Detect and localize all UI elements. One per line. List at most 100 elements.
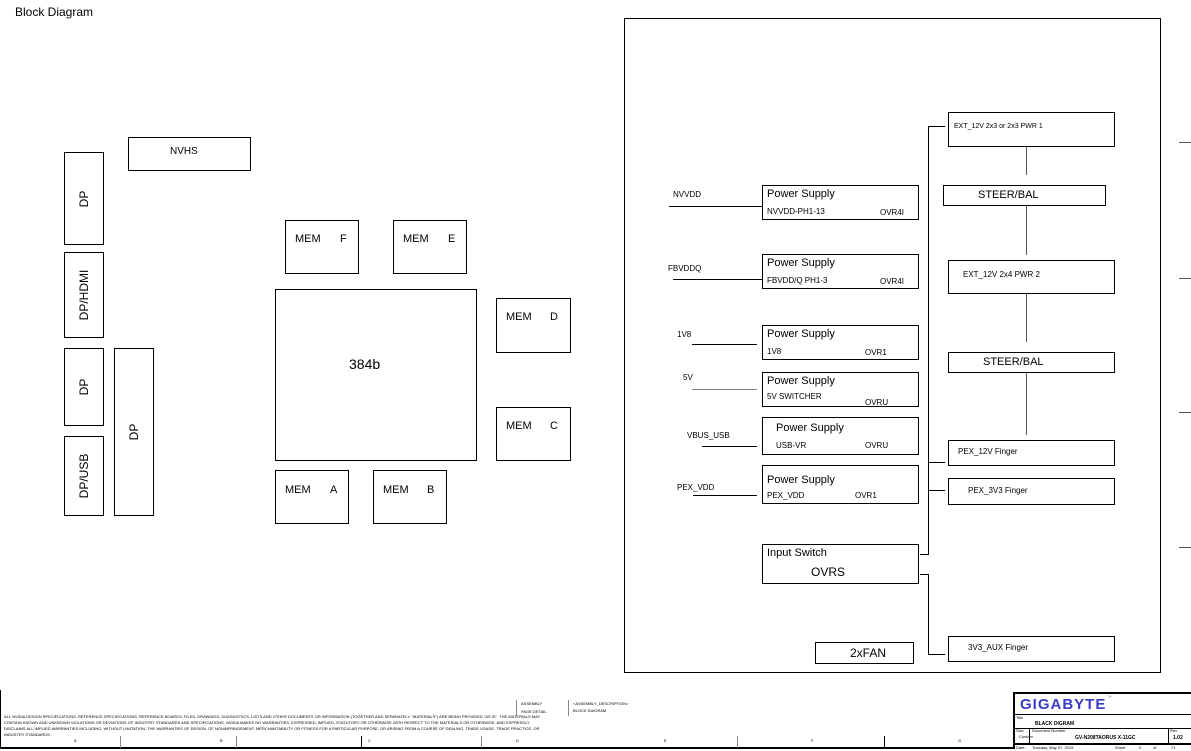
page-description: BLOCK DIAGRAM <box>573 708 607 713</box>
date-label: Date: <box>1016 745 1026 750</box>
ps-sub: FBVDD/Q PH1-3 <box>767 276 828 285</box>
source-label: 3V3_AUX Finger <box>968 643 1029 652</box>
mem-f: MEM F <box>285 220 359 274</box>
power-section-frame <box>624 18 1161 673</box>
fan-label: 2xFAN <box>850 646 887 660</box>
ps-sub: 1V8 <box>767 347 782 356</box>
mem-a: MEM A <box>275 470 349 524</box>
fan-block: 2xFAN <box>815 642 914 664</box>
mem-id: A <box>330 484 338 496</box>
net-label-5v: 5V <box>683 373 693 382</box>
net-label-1v8: 1V8 <box>677 330 692 339</box>
nvhs-block: NVHS <box>128 137 251 171</box>
mem-e: MEM E <box>393 220 467 274</box>
gpu-block: 384b <box>275 289 477 461</box>
mem-label: MEM <box>506 420 532 432</box>
ps-controller: OVR4I <box>880 277 905 286</box>
mem-label: MEM <box>285 484 311 496</box>
mem-label: MEM <box>403 233 429 245</box>
dp-hdmi-connector: DP/HDMI <box>64 252 104 338</box>
column-label: G <box>958 738 962 743</box>
ps-sub: NVVDD-PH1-13 <box>767 207 825 216</box>
ps-sub: PEX_VDD <box>767 491 805 500</box>
ps-controller: OVR1 <box>855 491 877 500</box>
size-label: Size <box>1016 728 1024 733</box>
ps-title: Power Supply <box>767 257 835 269</box>
ps-title: Power Supply <box>767 474 835 486</box>
pex-12v-finger: PEX_12V Finger <box>948 440 1115 466</box>
ext-12v-pwr1: EXT_12V 2x3 or 2x3 PWR 1 <box>948 112 1115 147</box>
rev-label: Rev <box>1170 728 1178 733</box>
net-label-nvvdd: NVVDD <box>673 190 702 199</box>
page-title: Block Diagram <box>15 5 94 19</box>
doc-number: GV-N208TAORUS X-11GC <box>1075 735 1136 741</box>
dp-connector-3: DP <box>114 348 154 516</box>
ps-title: Power Supply <box>776 422 844 434</box>
column-label: B <box>220 738 223 743</box>
ps-title: Power Supply <box>767 328 835 340</box>
input-switch-sub: OVRS <box>811 565 846 579</box>
dp-connector-2: DP <box>64 348 104 426</box>
column-label: D <box>516 738 519 743</box>
source-label: EXT_12V 2x4 PWR 2 <box>963 270 1040 279</box>
power-supply-1v8: Power Supply 1V8 OVR1 <box>762 325 919 360</box>
gpu-label: 384b <box>349 356 381 372</box>
ps-controller: OVR1 <box>865 348 887 357</box>
connector-label: DP <box>77 378 91 396</box>
sheet-number: 2 <box>1139 745 1142 750</box>
assembly-description: <ASSEMBLY_DESCRIPTION> <box>573 701 629 706</box>
source-label: STEER/BAL <box>978 189 1039 201</box>
input-switch-title: Input Switch <box>767 547 827 559</box>
column-label: F <box>811 738 814 743</box>
steer-bal-2: STEER/BAL <box>948 352 1115 373</box>
title-label: Title <box>1016 715 1024 720</box>
connector-label: DP <box>127 423 141 441</box>
source-label: PEX_12V Finger <box>958 447 1018 456</box>
ps-sub: USB-VR <box>776 441 807 450</box>
net-label-pex-vdd: PEX_VDD <box>677 483 715 492</box>
mem-c: MEM C <box>496 407 571 461</box>
mem-id: B <box>427 484 435 496</box>
ps-controller: OVR4I <box>880 208 905 217</box>
mem-label: MEM <box>295 233 321 245</box>
connector-label: DP <box>77 190 91 207</box>
gigabyte-logo: GIGABYTE <box>1020 696 1107 713</box>
column-label: C <box>368 738 371 743</box>
connector-label: DP/USB <box>77 453 91 499</box>
source-label: PEX_3V3 Finger <box>968 486 1028 495</box>
ps-controller: OVRU <box>865 441 889 450</box>
of-label: of <box>1153 745 1157 750</box>
3v3-aux-finger: 3V3_AUX Finger <box>948 636 1115 662</box>
rev-value: 1.02 <box>1173 735 1183 741</box>
ps-controller: OVRU <box>865 398 889 407</box>
connector-label: DP/HDMI <box>77 269 91 321</box>
date-value: Tuesday, May 07, 2019 <box>1032 745 1074 750</box>
steer-bal-1: STEER/BAL <box>943 185 1106 206</box>
dp-connector-1: DP <box>64 152 104 245</box>
mem-label: MEM <box>506 311 532 323</box>
nvhs-label: NVHS <box>170 146 198 157</box>
net-label-fbvddq: FBVDDQ <box>668 264 702 273</box>
mem-id: C <box>550 420 558 432</box>
source-label: EXT_12V 2x3 or 2x3 PWR 1 <box>954 123 1043 130</box>
page-detail-label: PAGE DETAIL <box>521 709 547 714</box>
mem-id: E <box>448 233 456 245</box>
sheet-title: BLACK DIGRAM <box>1035 721 1075 727</box>
column-label: E <box>664 738 667 743</box>
ext-12v-pwr2: EXT_12V 2x4 PWR 2 <box>948 260 1115 294</box>
mem-id: D <box>550 311 558 323</box>
column-label: A <box>74 738 77 743</box>
dp-usb-connector: DP/USB <box>64 436 104 516</box>
assembly-label: ASSEMBLY <box>521 701 543 706</box>
sheet-label: Sheet <box>1115 745 1126 750</box>
net-label-vbus-usb: VBUS_USB <box>687 431 730 440</box>
ps-title: Power Supply <box>767 188 835 200</box>
mem-d: MEM D <box>496 298 571 353</box>
mem-id: F <box>340 233 347 245</box>
